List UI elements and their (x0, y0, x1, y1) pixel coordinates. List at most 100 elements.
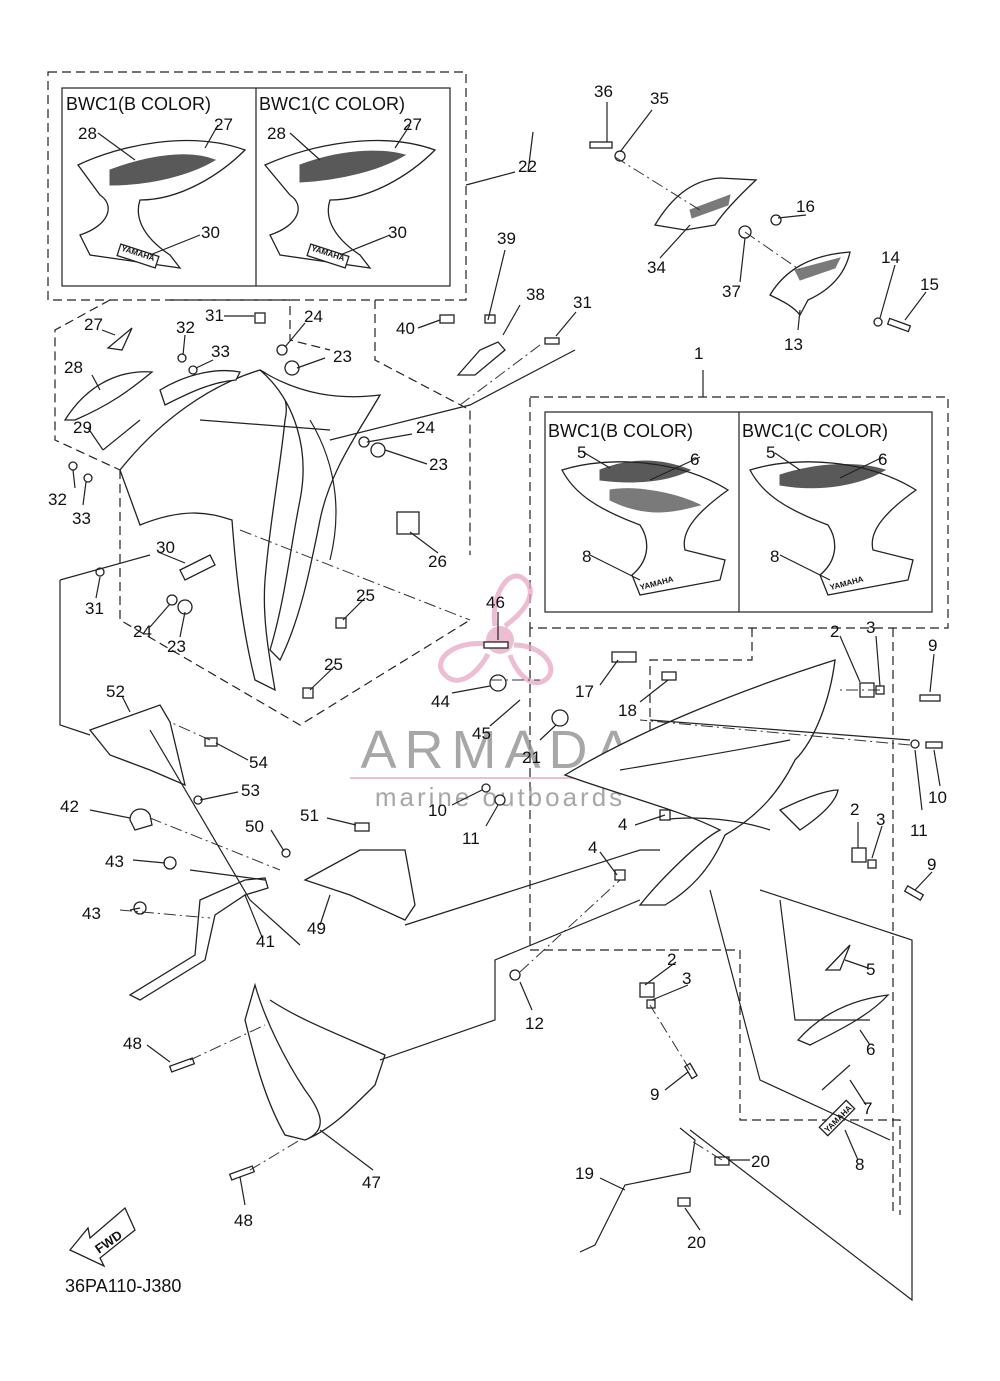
side-cowl-variant-b-top (77, 139, 247, 269)
callout-48-a: 48 (123, 1034, 142, 1053)
callout-35: 35 (650, 89, 669, 108)
callout-42: 42 (60, 797, 79, 816)
callout-40: 40 (396, 319, 415, 338)
callout-25-a: 25 (356, 586, 375, 605)
callout-13: 13 (784, 335, 803, 354)
box-title-tl-b: BWC1(B COLOR) (66, 94, 211, 114)
callout-8-rc: 8 (770, 547, 779, 566)
callout-16: 16 (796, 197, 815, 216)
side-cowl-variant-c-right (749, 461, 918, 596)
callout-23-low: 23 (167, 637, 186, 656)
callout-33-top: 33 (211, 342, 230, 361)
callout-38: 38 (526, 285, 545, 304)
callout-23-top: 23 (333, 347, 352, 366)
callout-15: 15 (920, 275, 939, 294)
side-cowl-right-main (563, 659, 839, 906)
callout-32-left: 32 (48, 490, 67, 509)
under-cowl-47 (244, 982, 386, 1141)
callout-32-top: 32 (176, 318, 195, 337)
callout-30-tl: 30 (201, 223, 220, 242)
callout-37: 37 (722, 282, 741, 301)
callout-29: 29 (73, 418, 92, 437)
side-cowl-variant-b-right (561, 460, 730, 596)
callout-25-b: 25 (324, 655, 343, 674)
leader-lines (72, 102, 941, 1231)
callout-6-rb: 6 (690, 450, 699, 469)
callout-24-low: 24 (133, 622, 152, 641)
callout-6-rc: 6 (878, 450, 887, 469)
callout-19: 19 (575, 1164, 594, 1183)
callout-43-a: 43 (105, 852, 124, 871)
callout-49: 49 (307, 919, 326, 938)
callout-3-c: 3 (682, 969, 691, 988)
callout-53: 53 (241, 781, 260, 800)
callout-31-r: 31 (573, 293, 592, 312)
group-box-1 (529, 396, 949, 629)
callout-10-r: 10 (928, 788, 947, 807)
callout-22: 22 (518, 157, 537, 176)
callout-44: 44 (431, 692, 450, 711)
callout-52: 52 (106, 682, 125, 701)
callout-31-left: 31 (85, 599, 104, 618)
callout-3-b: 3 (876, 810, 885, 829)
callout-21: 21 (522, 748, 541, 767)
side-cowl-variant-c-top (263, 139, 437, 269)
callout-30-main: 30 (156, 538, 175, 557)
callout-50: 50 (245, 817, 264, 836)
fastener-bolts (68, 141, 943, 1207)
callout-11-mid: 11 (462, 829, 480, 848)
callout-28-tl: 28 (78, 124, 97, 143)
clip-42 (129, 808, 153, 831)
callout-2-b: 2 (850, 800, 859, 819)
callout-28-main: 28 (64, 358, 83, 377)
decal-30 (179, 554, 216, 581)
mirror-bracket-34 (653, 177, 758, 231)
callout-4-b: 4 (588, 838, 597, 857)
callout-5-rc: 5 (766, 443, 775, 462)
callout-51: 51 (300, 806, 319, 825)
callout-9-c: 9 (650, 1085, 659, 1104)
callout-41: 41 (256, 932, 275, 951)
callout-6-loose: 6 (866, 1040, 875, 1059)
callout-30-tc: 30 (388, 223, 407, 242)
callout-5-loose: 5 (866, 960, 875, 979)
callout-14: 14 (881, 248, 900, 267)
callout-46: 46 (486, 593, 505, 612)
decal-28-top (63, 371, 154, 421)
callout-8-rb: 8 (582, 547, 591, 566)
callout-54: 54 (249, 753, 268, 772)
callout-20-b: 20 (687, 1233, 706, 1252)
box-title-r-c: BWC1(C COLOR) (742, 421, 888, 441)
callout-12: 12 (525, 1014, 544, 1033)
callout-20-a: 20 (751, 1152, 770, 1171)
inner-panel-49 (303, 849, 416, 921)
callout-28-tc: 28 (267, 124, 286, 143)
callout-17: 17 (575, 682, 594, 701)
decal-7-loose (821, 1064, 851, 1091)
callout-3-a: 3 (866, 618, 875, 637)
front-cowl-assembly (119, 369, 382, 692)
callout-45: 45 (472, 724, 491, 743)
decal-27-top (106, 327, 133, 351)
callout-23-mid: 23 (429, 455, 448, 474)
callout-48-b: 48 (234, 1211, 253, 1230)
stay-19 (579, 1127, 696, 1253)
mirror-bracket-13 (769, 251, 851, 317)
propeller-logo-icon (438, 573, 554, 685)
decal-5-loose (824, 944, 851, 971)
callout-33-left: 33 (72, 509, 91, 528)
callout-8-loose: 8 (855, 1155, 864, 1174)
decal-29 (102, 419, 141, 451)
callout-5-rb: 5 (577, 443, 586, 462)
callout-47: 47 (362, 1173, 381, 1192)
callout-36: 36 (594, 82, 613, 101)
alignment-lines (119, 156, 911, 1171)
callout-11-r: 11 (910, 821, 928, 840)
callout-34: 34 (647, 258, 666, 277)
part-labels: 22 28 27 30 28 27 30 36 35 34 37 16 14 1… (48, 82, 947, 1252)
callout-10-mid: 10 (428, 801, 447, 820)
inner-panel-52 (88, 704, 186, 787)
assembly-lines (59, 349, 913, 1302)
callout-2-a: 2 (830, 622, 839, 641)
